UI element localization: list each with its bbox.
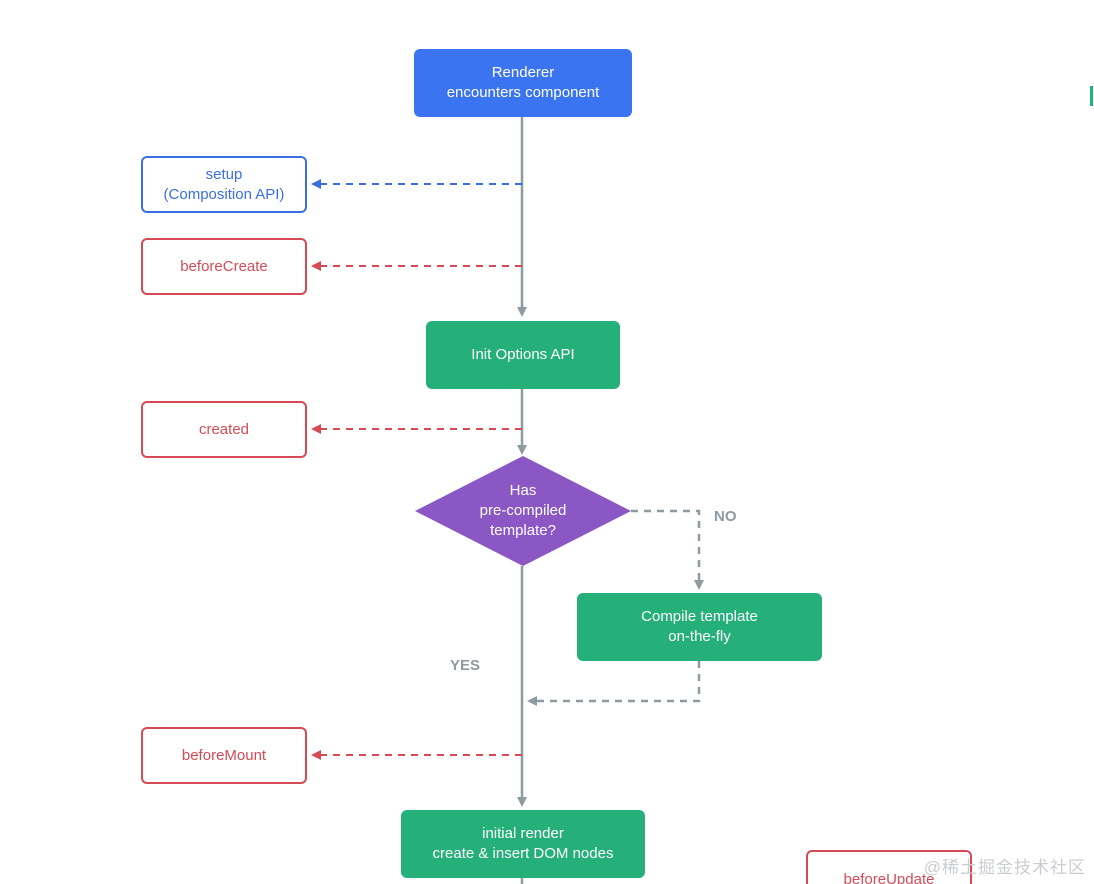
node-initial-render: initial render create & insert DOM nodes [401, 810, 645, 878]
hook-setup: setup (Composition API) [141, 156, 307, 213]
branch-label-yes: YES [450, 657, 481, 674]
hook-before-mount: beforeMount [141, 727, 307, 784]
watermark: @稀土掘金技术社区 [923, 858, 1086, 877]
hook-before-create: beforeCreate [141, 238, 307, 295]
node-compile-template: Compile template on-the-fly [577, 593, 822, 661]
node-init-options-api: Init Options API [426, 321, 620, 389]
decision-has-precompiled-template: Has pre-compiled template? [479, 482, 567, 539]
decision-diamond-shape [415, 456, 631, 566]
flow-compile-return [527, 661, 701, 706]
flow-no-branch [631, 509, 704, 590]
hook-created: created [141, 401, 307, 458]
edge-marker [1090, 86, 1093, 106]
branch-label-no: NO [714, 508, 737, 525]
node-renderer-encounters-component: Renderer encounters component [414, 49, 632, 117]
hook-before-update: beforeUpdate [806, 850, 972, 884]
